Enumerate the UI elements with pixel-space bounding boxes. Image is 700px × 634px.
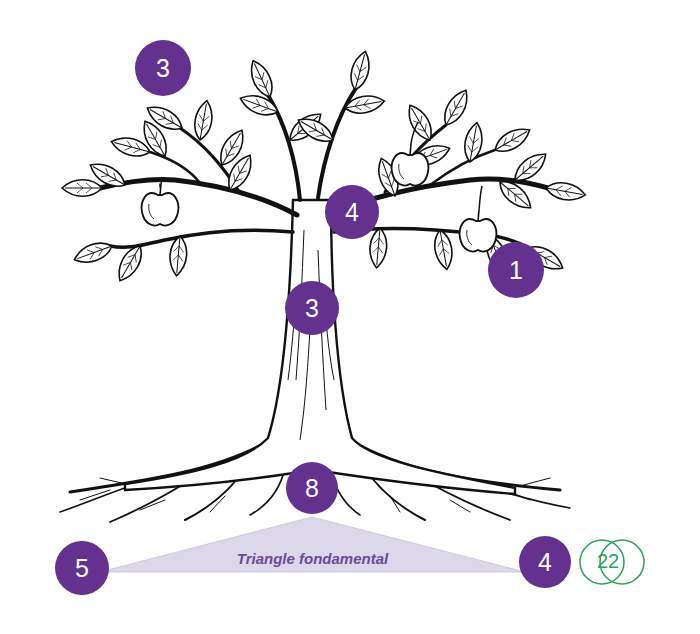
tree-leaf — [86, 158, 129, 192]
callout-circle — [55, 541, 109, 595]
apple-stem — [479, 186, 482, 210]
triangle-label: Triangle fondamental — [100, 550, 525, 567]
apple — [460, 210, 497, 252]
tree-leaf — [545, 180, 587, 203]
apple — [142, 144, 497, 252]
callout-number: 5 — [55, 541, 109, 595]
logo-text: 22 — [588, 550, 628, 573]
apple-stem — [411, 122, 418, 144]
apple — [142, 184, 179, 226]
tree-leaf — [246, 57, 278, 100]
tree-branches — [110, 230, 293, 247]
callout-number: 1 — [488, 242, 544, 298]
tree-trunk — [125, 200, 515, 494]
apple — [392, 144, 429, 186]
callout-text: 4 — [519, 536, 571, 588]
callout-text: 3 — [135, 40, 191, 96]
apple-stem — [161, 122, 482, 210]
logo-badge: 22 — [578, 529, 646, 595]
callout-circle — [285, 281, 339, 335]
callout-number: 4 — [325, 185, 379, 239]
callout-number: 3 — [135, 40, 191, 96]
tree-branches — [100, 179, 297, 215]
tree-trunk — [125, 200, 515, 494]
callout-circle — [325, 185, 379, 239]
callout-circle — [519, 536, 571, 588]
tree-leaf — [192, 99, 215, 141]
tree-leaf — [403, 101, 437, 144]
tree-leaf — [432, 229, 455, 271]
callout-number: 8 — [286, 462, 338, 514]
tree-leaf — [62, 180, 102, 197]
tree-leaf — [495, 176, 536, 214]
tree-leaf — [439, 86, 473, 129]
tree-leaf — [294, 113, 337, 147]
tree-leaf — [113, 242, 147, 285]
tree-leaf — [143, 101, 186, 135]
triangle-band: Triangle fondamental — [100, 515, 525, 575]
callout-text: 3 — [285, 281, 339, 335]
callout-number: 3 — [285, 281, 339, 335]
callout-text: 8 — [286, 462, 338, 514]
tree-leaf — [368, 227, 388, 268]
tree-trunk — [288, 230, 334, 440]
callout-number: 4 — [519, 536, 571, 588]
tree-leaf — [491, 123, 534, 157]
callout-circle — [488, 242, 544, 298]
callout-text: 5 — [55, 541, 109, 595]
tree-leaf — [168, 235, 188, 276]
callout-circle — [135, 40, 191, 96]
tree-leaf — [344, 93, 386, 116]
callout-circle — [286, 462, 338, 514]
callout-text: 1 — [488, 242, 544, 298]
triangle-shape — [100, 517, 525, 572]
tree-leaf — [72, 238, 115, 267]
tree-leaf — [223, 151, 257, 194]
tree-leaf — [510, 148, 551, 186]
tree-branches — [150, 152, 200, 183]
callout-text: 4 — [325, 185, 379, 239]
tree-leaf — [462, 121, 485, 163]
apple-stem — [161, 180, 162, 184]
tree-leaf — [238, 91, 281, 120]
tree-leaf — [347, 49, 373, 92]
